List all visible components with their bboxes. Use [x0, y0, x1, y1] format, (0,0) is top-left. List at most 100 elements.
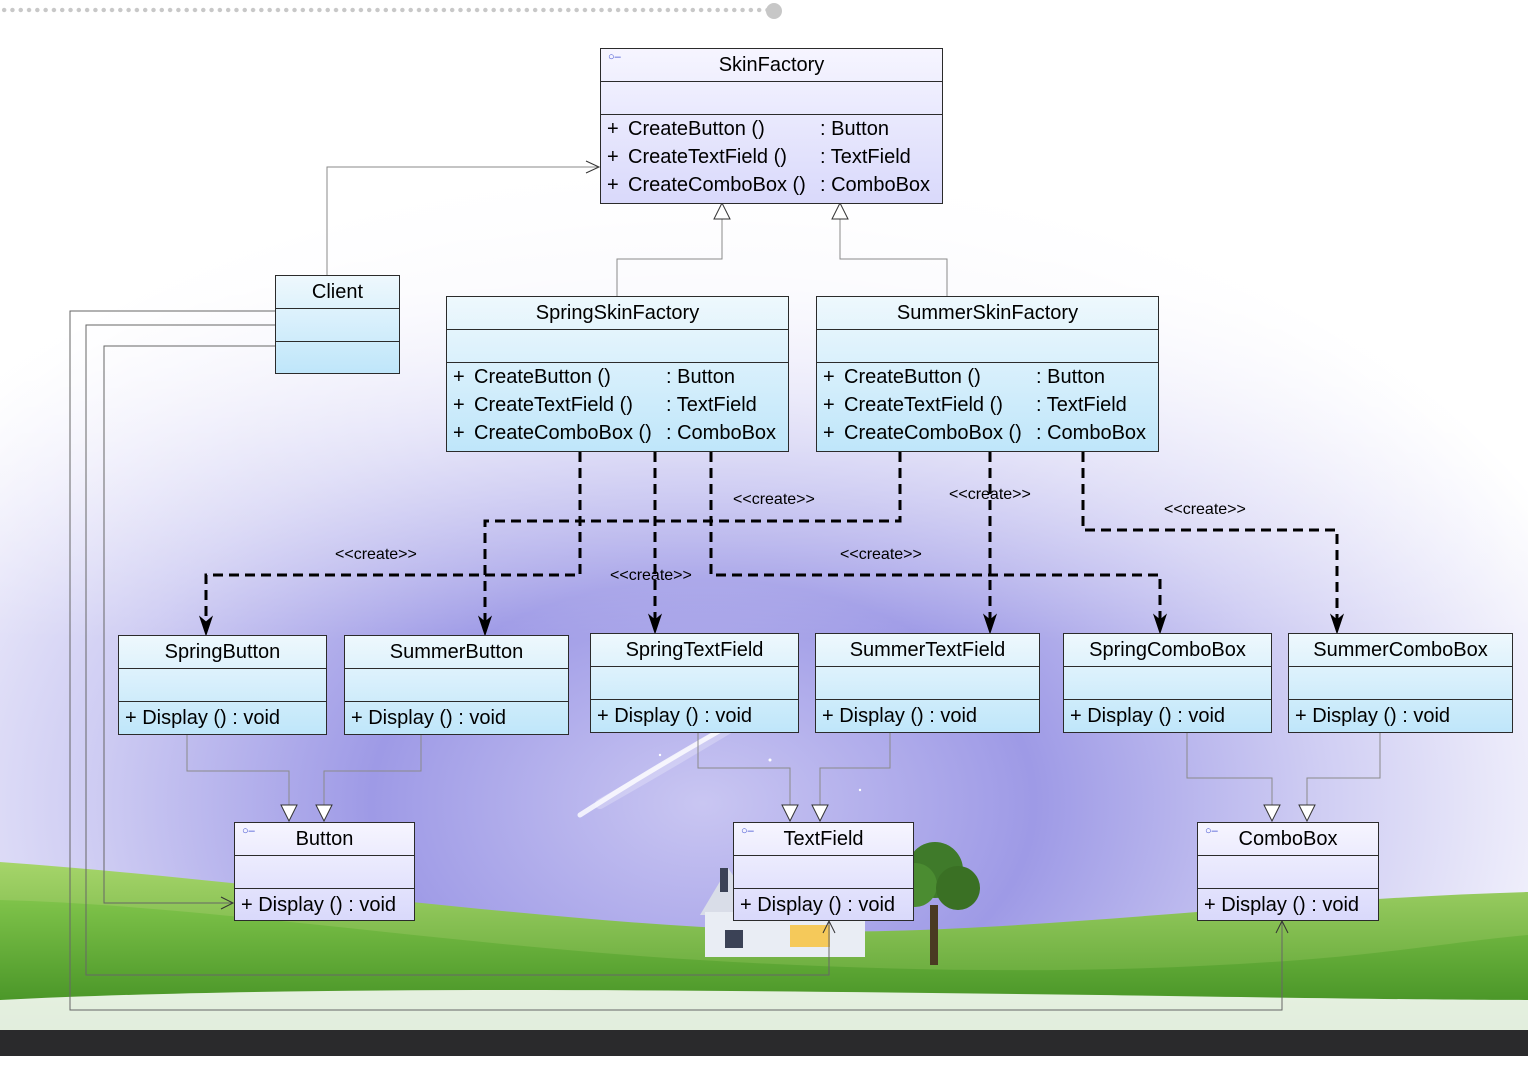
client-to-button-line: [103, 345, 276, 904]
visibility: +: [607, 118, 619, 140]
class-name: SpringButton: [164, 641, 281, 663]
open-arrow-head: [585, 160, 601, 174]
open-arrow-head: [1275, 919, 1289, 934]
attributes-compartment: [345, 669, 568, 702]
open-arrow-head: [822, 919, 836, 934]
attributes-compartment: [601, 82, 942, 115]
client-to-combobox-line: [69, 310, 1283, 1011]
client-to-skinfactory-line: [326, 166, 598, 275]
class-summerskinfactory[interactable]: SummerSkinFactory + CreateButton () : Bu…: [816, 296, 1159, 452]
return-type: : ComboBox: [1036, 422, 1147, 444]
operations-compartment: + Display () : void: [734, 889, 913, 921]
springbutton-generalization: [186, 735, 290, 805]
visibility: +: [453, 394, 465, 416]
class-name: SpringComboBox: [1089, 639, 1246, 661]
class-name: Client: [311, 281, 364, 303]
attributes-compartment: [235, 856, 414, 889]
operations-compartment: + CreateButton () : Button + CreateTextF…: [817, 363, 1158, 447]
summer-factory-generalization: [839, 219, 948, 296]
class-summertextfield[interactable]: SummerTextField + Display () : void: [815, 633, 1040, 733]
spring-factory-generalization: [616, 219, 723, 296]
generalization-arrowhead: [1298, 804, 1316, 823]
return-type: : TextField: [1036, 394, 1127, 416]
operation-row: + CreateButton () : Button: [823, 363, 1158, 391]
progress-dots: [0, 6, 770, 14]
class-springtextfield[interactable]: SpringTextField + Display () : void: [590, 633, 799, 733]
attributes-compartment: [734, 856, 913, 889]
operation-name: CreateTextField (): [844, 394, 1003, 416]
class-skinfactory[interactable]: ○– SkinFactory + CreateButton () : Butto…: [600, 48, 943, 204]
create-stereotype-label: <<create>>: [335, 546, 417, 563]
operation-row: + CreateButton () : Button: [607, 115, 942, 143]
operation-row: + CreateTextField () : TextField: [607, 143, 942, 171]
class-textfield[interactable]: ○– TextField + Display () : void: [733, 822, 914, 921]
return-type: : TextField: [666, 394, 757, 416]
create-dependency-summer-button: [483, 452, 902, 622]
springcombobox-generalization: [1186, 732, 1273, 805]
generalization-arrowhead: [315, 804, 333, 823]
generalization-arrowhead: [831, 201, 849, 220]
return-type: : ComboBox: [666, 422, 777, 444]
class-springskinfactory[interactable]: SpringSkinFactory + CreateButton () : Bu…: [446, 296, 789, 452]
visibility: +: [823, 394, 835, 416]
class-name: SummerSkinFactory: [896, 302, 1079, 324]
operation-row: + CreateComboBox () : ComboBox: [823, 419, 1158, 447]
class-name: SummerButton: [389, 641, 524, 663]
generalization-arrowhead: [280, 804, 298, 823]
visibility: +: [453, 422, 465, 444]
interface-icon: ○–: [1205, 825, 1218, 837]
class-name: SpringSkinFactory: [535, 302, 700, 324]
operation-row: + Display () : void: [822, 705, 978, 727]
attributes-compartment: [1198, 856, 1378, 889]
dependency-arrowhead: [477, 615, 493, 637]
return-type: : Button: [820, 118, 889, 140]
operation-row: + Display () : void: [241, 894, 397, 916]
operation-row: + Display () : void: [125, 707, 281, 729]
springtextfield-generalization: [697, 732, 791, 805]
client-to-textfield-line: [85, 324, 830, 976]
operation-row: + Display () : void: [1295, 705, 1451, 727]
visibility: +: [607, 174, 619, 196]
dependency-arrowhead: [198, 615, 214, 637]
class-summercombobox[interactable]: SummerComboBox + Display () : void: [1288, 633, 1513, 733]
summertextfield-generalization: [819, 732, 891, 805]
return-type: : Button: [666, 366, 735, 388]
visibility: +: [453, 366, 465, 388]
return-type: : ComboBox: [820, 174, 931, 196]
generalization-arrowhead: [811, 804, 829, 823]
class-name: TextField: [783, 828, 864, 850]
operations-compartment: + Display () : void: [591, 700, 798, 732]
attributes-compartment: [1289, 667, 1512, 700]
operations-compartment: + Display () : void: [1064, 700, 1271, 732]
create-stereotype-label: <<create>>: [1164, 501, 1246, 518]
operation-row: + CreateTextField () : TextField: [453, 391, 788, 419]
operations-compartment: + Display () : void: [119, 702, 326, 734]
operations-compartment: + Display () : void: [345, 702, 568, 734]
attributes-compartment: [591, 667, 798, 700]
open-arrow-head: [220, 896, 235, 910]
class-combobox[interactable]: ○– ComboBox + Display () : void: [1197, 822, 1379, 921]
class-springbutton[interactable]: SpringButton + Display () : void: [118, 635, 327, 735]
class-button[interactable]: ○– Button + Display () : void: [234, 822, 415, 921]
create-stereotype-label: <<create>>: [610, 567, 692, 584]
dependency-arrowhead: [647, 613, 663, 635]
class-springcombobox[interactable]: SpringComboBox + Display () : void: [1063, 633, 1272, 733]
dependency-arrowhead: [1329, 613, 1345, 635]
create-stereotype-label: <<create>>: [733, 491, 815, 508]
operation-name: CreateComboBox (): [628, 174, 806, 196]
class-name: SummerComboBox: [1313, 639, 1488, 661]
dependency-arrowhead: [982, 613, 998, 635]
operation-name: CreateComboBox (): [844, 422, 1022, 444]
class-client[interactable]: Client: [275, 275, 400, 374]
operation-name: CreateTextField (): [474, 394, 633, 416]
class-summerbutton[interactable]: SummerButton + Display () : void: [344, 635, 569, 735]
attributes-compartment: [119, 669, 326, 702]
create-stereotype-label: <<create>>: [949, 486, 1031, 503]
operation-row: + CreateComboBox () : ComboBox: [453, 419, 788, 447]
create-dependency-summer-combobox: [1081, 452, 1339, 620]
class-name: SummerTextField: [849, 639, 1006, 661]
operation-row: + Display () : void: [1070, 705, 1226, 727]
operation-row: + CreateComboBox () : ComboBox: [607, 171, 942, 199]
footer-bar: [0, 1030, 1528, 1056]
